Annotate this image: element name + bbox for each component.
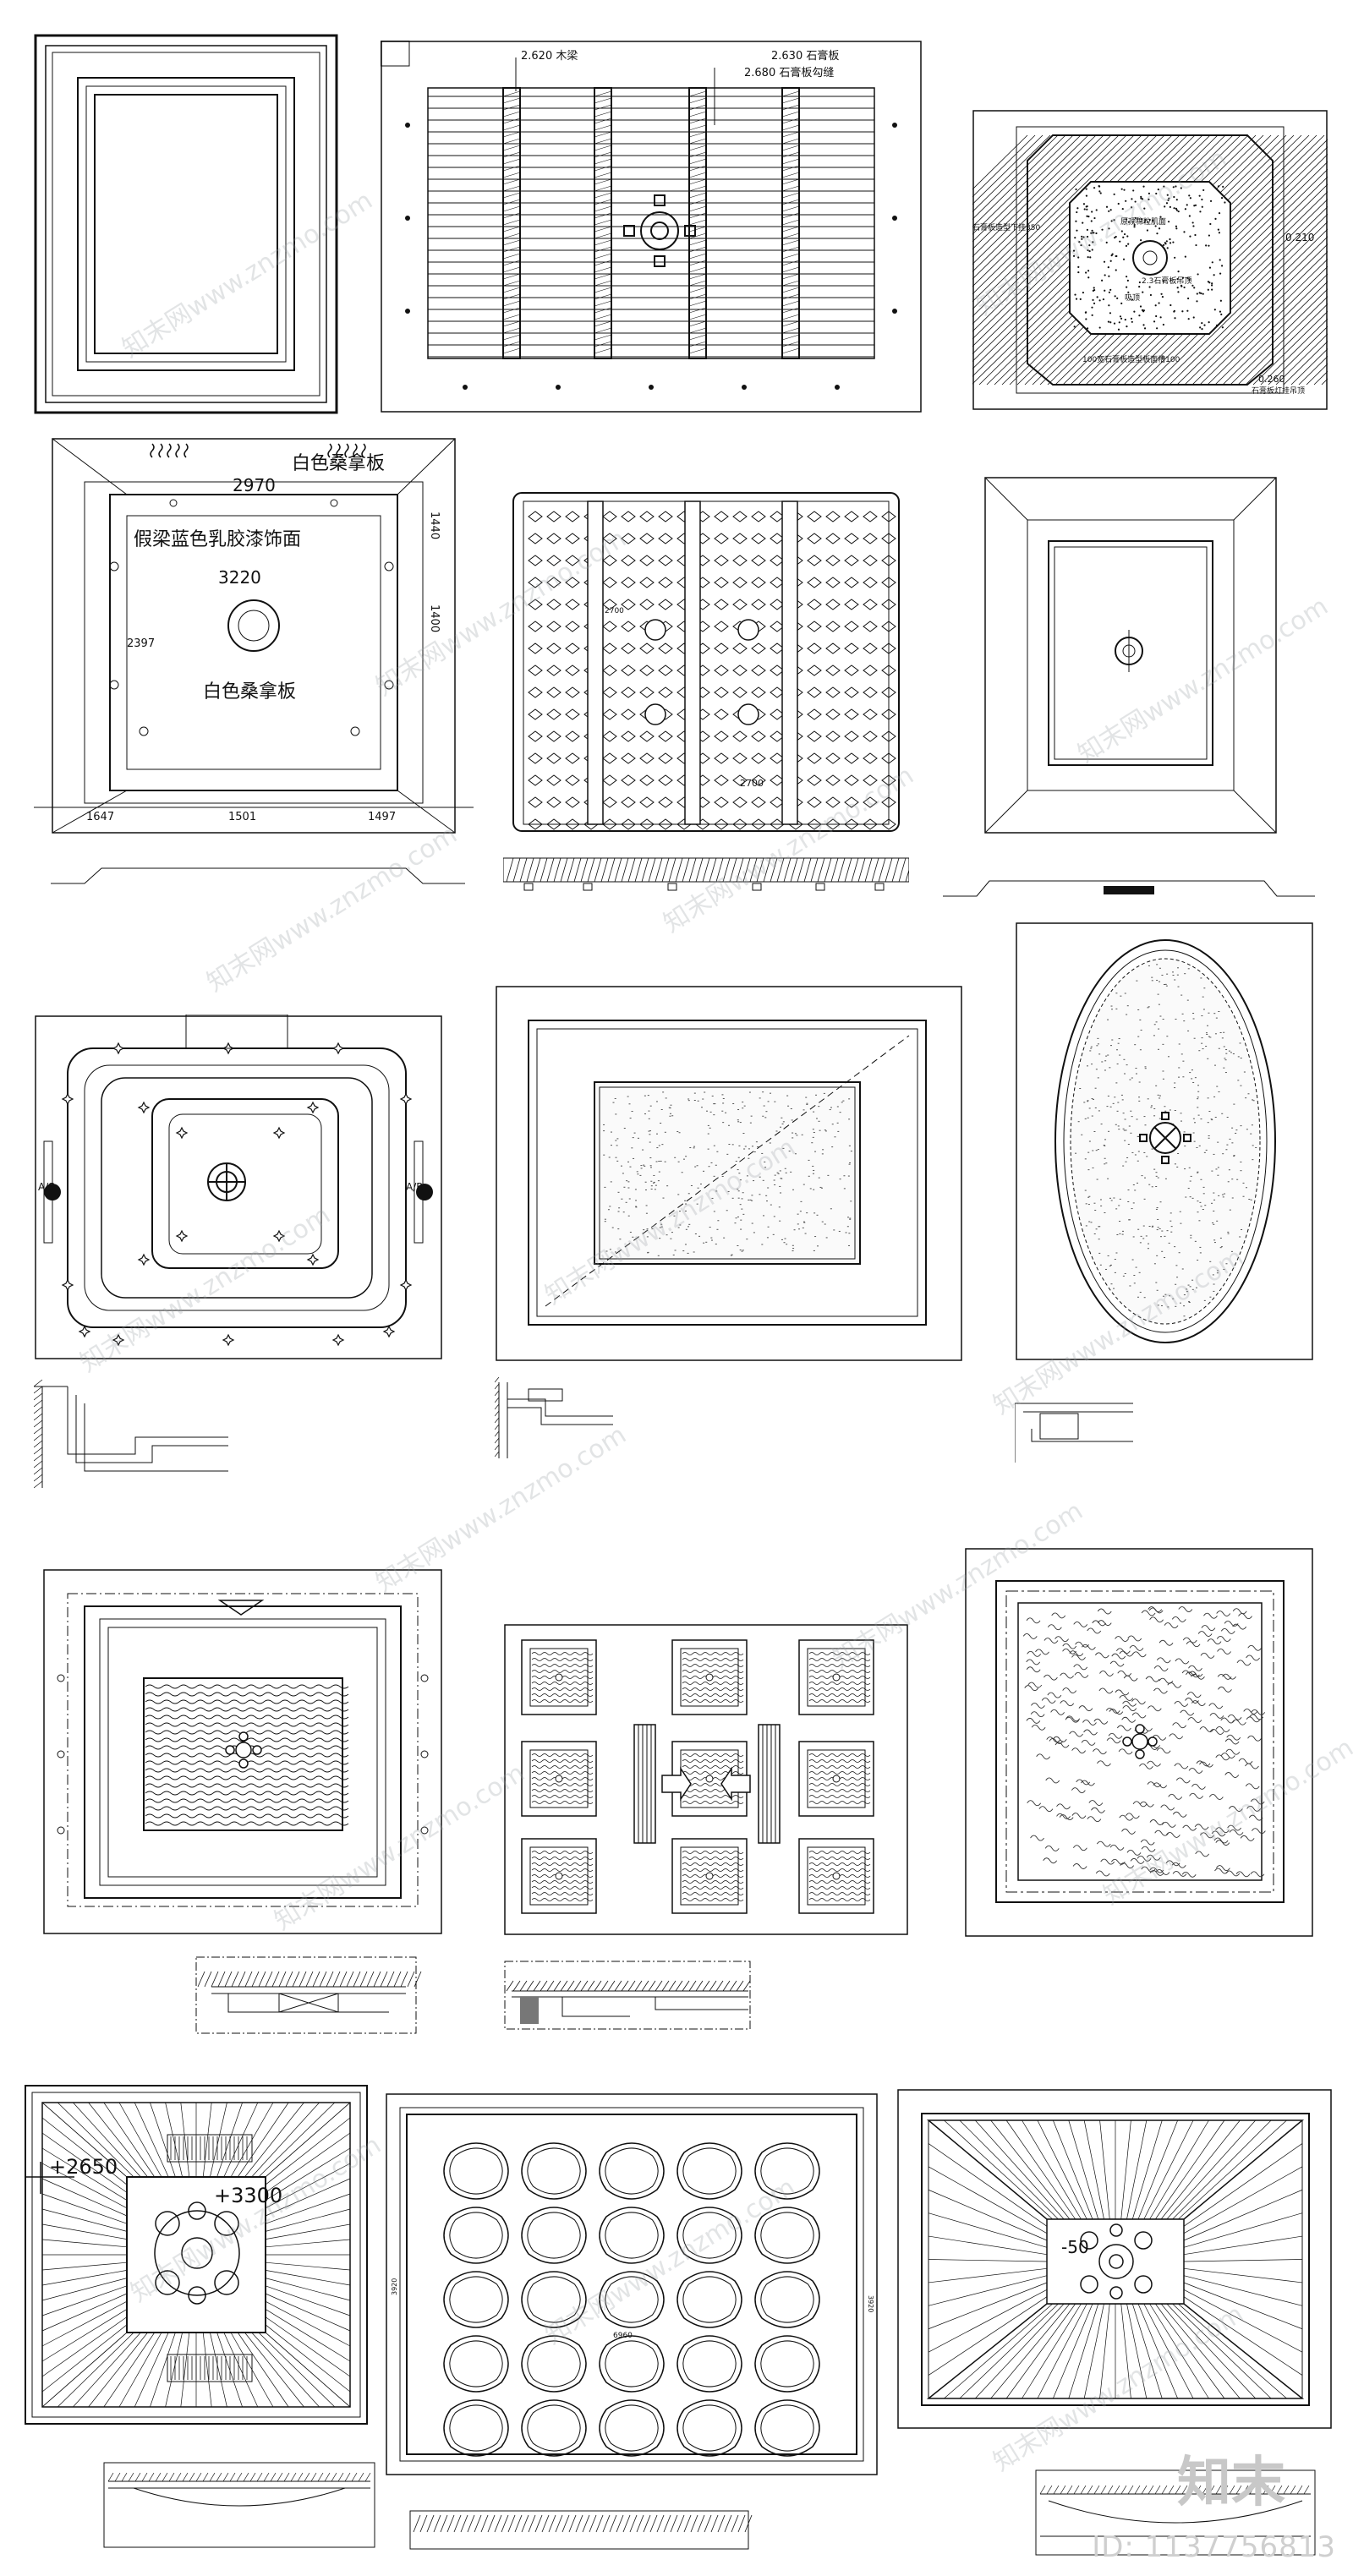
- ceiling-plan-6-square-recess: [943, 473, 1340, 905]
- p3-label-4: 100宽石膏板造型板面槽100: [1082, 354, 1180, 364]
- ceiling-plan-11-grid-panels: [503, 1623, 909, 1936]
- ceiling-plan-13-coffered: +2650 +3300: [24, 2084, 379, 2557]
- p3-label-2: 2.3石膏板吊顶: [1142, 276, 1191, 286]
- ceiling-plan-14-quatrefoil-grid: 6960 3920 3920: [385, 2092, 884, 2566]
- ceiling-plan-5-patterned-panels: 2700 2700: [503, 486, 909, 909]
- p13-label-0: +2650: [49, 2155, 118, 2179]
- p7-label-1: A/R: [406, 1181, 424, 1193]
- p3-label-3: 吸顶: [1125, 293, 1140, 303]
- p4-label-7: 2397: [127, 637, 155, 650]
- p3-label-7: 石膏板灯挂吊顶: [1252, 386, 1305, 396]
- ceiling-plan-10-section: [194, 1953, 423, 2037]
- ceiling-plan-10-wave-panel: [42, 1568, 448, 1940]
- ceiling-plan-2-wood-beams: 2.620 木梁 2.630 石膏板 2.680 石膏板勾缝: [381, 41, 922, 413]
- p4-label-4: 白色桑拿板: [203, 681, 296, 703]
- p2-label-beam: 2.620 木梁: [521, 50, 578, 63]
- p14-label-2: 3920: [867, 2295, 874, 2312]
- p4-label-0: 白色桑拿板: [292, 452, 385, 474]
- p4-label-5: 1440: [428, 511, 441, 539]
- p4-label-9: 1501: [228, 811, 256, 823]
- p3-label-5: 0.210: [1285, 232, 1314, 243]
- p2-label-gypsum: 2.630 石膏板: [771, 49, 839, 63]
- ceiling-plan-4-sauna-board: 白色桑拿板 2970 假梁蓝色乳胶漆饰面 3220 白色桑拿板 1440 140…: [34, 435, 474, 900]
- p13-label-1: +3300: [214, 2184, 282, 2207]
- p7-label-0: A/S: [38, 1181, 55, 1193]
- p14-label-0: 6960: [613, 2332, 633, 2340]
- p3-label-0: 石膏板造型下挂350: [972, 222, 1040, 232]
- p2-label-gypsum-joint: 2.680 石膏板勾缝: [744, 66, 834, 79]
- p15-label-0: -50: [1061, 2237, 1089, 2257]
- resource-id: ID: 1137756813: [1092, 2530, 1336, 2564]
- p4-label-10: 1497: [368, 811, 396, 823]
- ceiling-plan-8-stucco-rectangle: [495, 985, 968, 1458]
- ceiling-plan-11-section: [503, 1957, 757, 2037]
- site-logo: 知末: [1177, 2452, 1285, 2514]
- p3-label-1: 原顶棉粒肌面: [1120, 216, 1166, 227]
- p4-label-1: 2970: [233, 475, 276, 495]
- ceiling-plan-15-pyramid: -50: [896, 2088, 1336, 2562]
- p5-label-1: 2700: [740, 778, 764, 789]
- ceiling-plan-9-oval-dome: [1015, 922, 1319, 1463]
- ceiling-plan-3-octagonal: 石膏板造型下挂350 原顶棉粒肌面 2.3石膏板吊顶 吸顶 100宽石膏板造型板…: [972, 110, 1328, 410]
- ceiling-plan-1-frame-molding: [34, 34, 338, 414]
- ceiling-plan-7-rounded-tiers: A/S A/R: [34, 1015, 457, 1505]
- p5-label-0: 2700: [605, 607, 624, 615]
- p4-label-6: 1400: [428, 604, 441, 632]
- p3-label-6: 0.260: [1258, 374, 1285, 385]
- p4-label-8: 1647: [86, 811, 114, 823]
- p14-label-1: 3920: [391, 2278, 398, 2295]
- p4-label-2: 假梁蓝色乳胶漆饰面: [134, 529, 301, 550]
- p4-label-3: 3220: [218, 567, 261, 588]
- ceiling-plan-12-stone-square: [964, 1547, 1319, 1944]
